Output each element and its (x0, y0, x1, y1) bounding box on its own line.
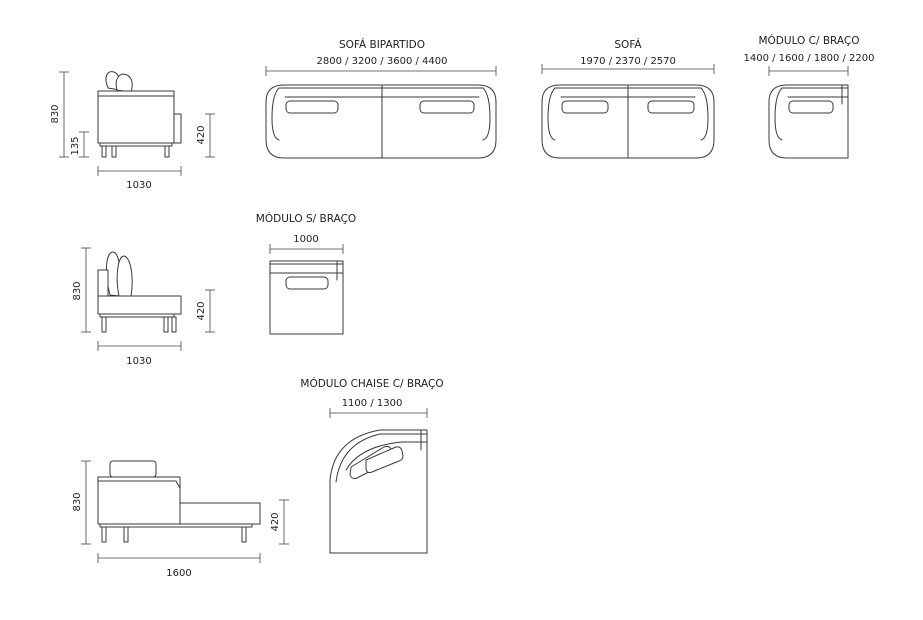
side2-height-label: 830 (72, 281, 83, 300)
side3-height-label: 830 (72, 492, 83, 511)
modulo-s-braco-title: MÓDULO S/ BRAÇO (256, 212, 356, 225)
modulo-c-braco-plan (768, 84, 849, 159)
sofa-bipartido-dimension (265, 66, 497, 76)
sofa-dimension (541, 64, 715, 74)
sofa-widths: 1970 / 2370 / 2570 (580, 56, 676, 67)
modulo-chaise-title: MÓDULO CHAISE C/ BRAÇO (300, 377, 443, 390)
modulo-chaise-widths: 1100 / 1300 (342, 398, 403, 409)
side1-seat-label: 420 (196, 125, 207, 144)
modulo-c-braco-title: MÓDULO C/ BRAÇO (758, 34, 859, 47)
side-view-module (97, 251, 182, 333)
sofa-bipartido-plan (265, 84, 497, 159)
side1-height-label: 830 (50, 104, 61, 123)
sofa-bipartido-widths: 2800 / 3200 / 3600 / 4400 (317, 56, 448, 67)
side3-seat-label: 420 (270, 512, 281, 531)
side1-depth-label: 1030 (126, 180, 151, 191)
modulo-s-braco-width: 1000 (293, 234, 318, 245)
modulo-s-braco-dimension (269, 244, 344, 254)
side1-foot-label: 135 (70, 136, 81, 155)
modulo-chaise-dimension (329, 408, 428, 418)
sofa-bipartido-title: SOFÁ BIPARTIDO (339, 38, 425, 51)
side3-depth-label: 1600 (166, 568, 191, 579)
side-view-module-dimensions (81, 247, 215, 351)
side-view-sofa-dimensions (59, 71, 215, 176)
side2-seat-label: 420 (196, 301, 207, 320)
sofa-title: SOFÁ (614, 38, 642, 51)
sofa-plan (541, 84, 715, 159)
side2-depth-label: 1030 (126, 356, 151, 367)
modulo-c-braco-widths: 1400 / 1600 / 1800 / 2200 (744, 53, 875, 64)
modulo-c-braco-dimension (768, 66, 849, 76)
side-view-chaise (97, 460, 261, 543)
modulo-s-braco-plan (269, 260, 344, 335)
modulo-chaise-plan (329, 429, 428, 554)
side-view-chaise-dimensions (81, 460, 289, 563)
side-view-sofa (97, 71, 182, 158)
